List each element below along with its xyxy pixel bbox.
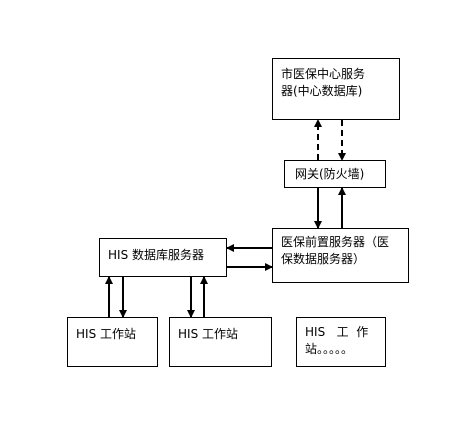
city-medical-insurance-server: 市医保中心服务 器(中心数据库)	[272, 58, 400, 120]
front-server-label-line2: 保数据服务器）	[281, 252, 366, 266]
ws1-label: HIS 工作站	[76, 327, 136, 341]
city-server-label-line1: 市医保中心服务	[281, 67, 366, 81]
city-server-label-line2: 器(中心数据库)	[281, 84, 363, 98]
ws2-label: HIS 工作站	[178, 327, 238, 341]
gateway-firewall: 网关(防火墙)	[284, 160, 386, 188]
his-workstation-1: HIS 工作站	[67, 317, 158, 367]
his-workstation-2: HIS 工作站	[169, 317, 272, 367]
his-workstation-3: HIS 工 作 站。。。。。	[296, 317, 386, 367]
ws3-label-line2: 站。。。。。	[305, 342, 354, 356]
his-database-server: HIS 数据库服务器	[99, 238, 227, 277]
front-end-insurance-server: 医保前置服务器（医 保数据服务器）	[272, 228, 409, 283]
his-db-server-label: HIS 数据库服务器	[108, 248, 204, 262]
front-server-label-line1: 医保前置服务器（医	[281, 235, 390, 249]
gateway-label: 网关(防火墙)	[295, 167, 365, 181]
ws3-label-line1: HIS 工 作	[305, 325, 369, 339]
